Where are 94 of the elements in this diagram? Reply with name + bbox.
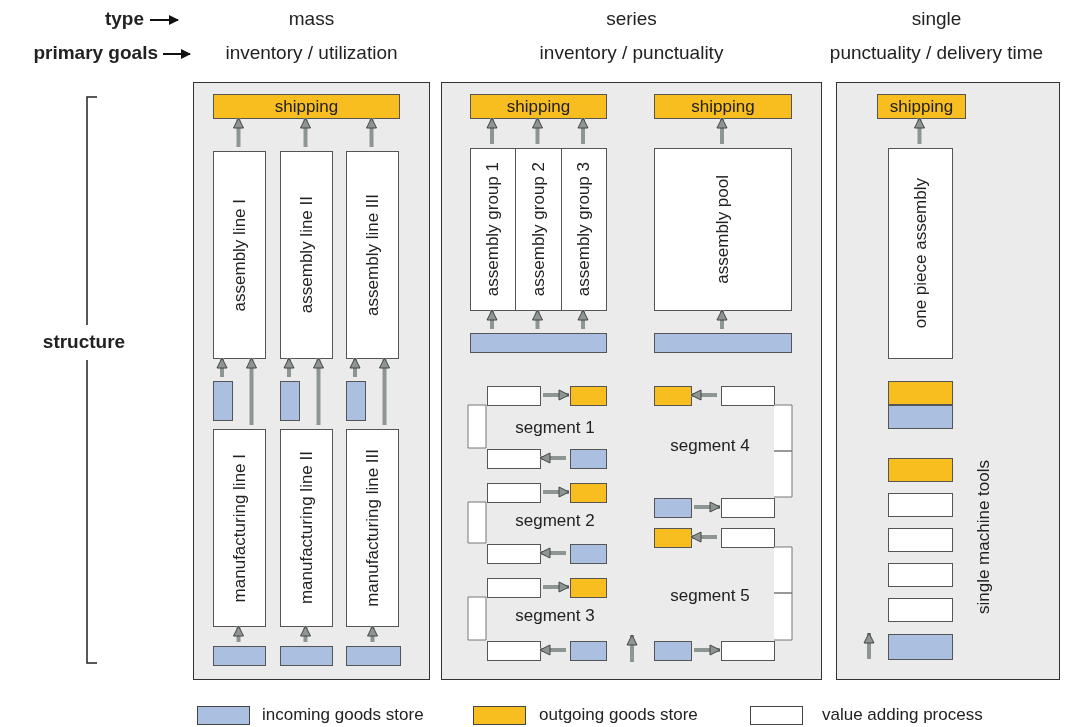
arrow — [532, 117, 543, 144]
assembly-pool-box: assembly pool — [654, 148, 792, 311]
arrow — [914, 117, 925, 144]
store-box — [570, 483, 607, 503]
arrow — [539, 644, 566, 656]
arrow — [690, 389, 717, 401]
assembly-box: one piece assembly — [888, 148, 953, 359]
row-label: structure — [41, 331, 127, 353]
row-label: primary goals — [32, 42, 158, 64]
store-box — [888, 634, 953, 660]
arrow — [577, 117, 589, 144]
arrow — [539, 452, 566, 464]
store-box — [570, 578, 607, 598]
arrow — [716, 309, 728, 329]
store-box — [570, 386, 607, 406]
store-box — [346, 646, 401, 666]
arrow — [366, 117, 377, 147]
arrow — [246, 357, 257, 425]
shipping-box: shipping — [213, 94, 400, 119]
arrow — [233, 625, 244, 642]
arrow — [543, 581, 570, 593]
column-heading: series — [605, 8, 658, 30]
store-box — [570, 544, 607, 564]
arrow — [367, 625, 378, 642]
arrow — [543, 389, 570, 401]
goal-heading: inventory / punctuality — [538, 42, 725, 64]
store-box — [654, 386, 692, 406]
arrow — [216, 357, 228, 377]
shipping-box: shipping — [654, 94, 792, 119]
store-box — [346, 381, 366, 421]
store-box — [570, 449, 607, 469]
segment-label: segment 3 — [514, 606, 596, 626]
process-box — [487, 578, 541, 598]
process-box — [721, 641, 775, 661]
store-box — [654, 528, 692, 548]
legend-label: incoming goods store — [262, 705, 424, 725]
row-label: type — [103, 8, 144, 30]
arrow — [577, 309, 589, 329]
arrow — [313, 357, 324, 425]
process-box — [888, 598, 953, 622]
legend-label: value adding process — [822, 705, 983, 725]
arrow — [349, 357, 361, 377]
arrow — [379, 357, 390, 425]
assembly-group-box: assembly group 2 — [515, 148, 562, 311]
arrow — [300, 117, 311, 147]
assembly-group-box: assembly group 1 — [470, 148, 516, 311]
store-box — [280, 381, 300, 421]
arrow — [694, 644, 721, 656]
store-box — [213, 381, 233, 421]
store-box — [470, 333, 607, 353]
side-label: single machine tools — [974, 460, 994, 615]
process-box — [721, 386, 775, 406]
segment-label: segment 4 — [669, 436, 751, 456]
arrow — [486, 117, 498, 144]
store-box — [888, 458, 953, 482]
arrow — [694, 501, 721, 513]
process-box — [487, 386, 541, 406]
store-box — [888, 381, 953, 405]
column-heading: mass — [287, 8, 336, 30]
segment-label: segment 1 — [514, 418, 596, 438]
process-box — [721, 528, 775, 548]
arrow — [532, 309, 543, 329]
store-box — [213, 646, 266, 666]
arrow — [539, 547, 566, 559]
process-box — [888, 493, 953, 517]
process-box — [487, 449, 541, 469]
store-box — [654, 641, 692, 661]
goal-heading: punctuality / delivery time — [828, 42, 1045, 64]
segment-label: segment 2 — [514, 511, 596, 531]
goal-heading: inventory / utilization — [224, 42, 399, 64]
process-box — [888, 528, 953, 552]
arrow — [300, 625, 311, 642]
arrow — [233, 117, 244, 147]
store-box — [654, 333, 792, 353]
segment-label: segment 5 — [669, 586, 751, 606]
arrow — [716, 117, 728, 144]
process-box — [487, 641, 541, 661]
arrow — [690, 531, 717, 543]
arrow — [486, 309, 498, 329]
shipping-box: shipping — [470, 94, 607, 119]
process-box — [721, 498, 775, 518]
process-box — [487, 483, 541, 503]
assembly-group-box: assembly group 3 — [561, 148, 607, 311]
shipping-box: shipping — [877, 94, 966, 119]
column-heading: single — [910, 8, 963, 30]
process-box — [487, 544, 541, 564]
arrow — [283, 357, 295, 377]
process-box — [888, 563, 953, 587]
store-box — [888, 405, 953, 429]
legend-label: outgoing goods store — [539, 705, 698, 725]
store-box — [654, 498, 692, 518]
store-box — [280, 646, 333, 666]
arrow — [543, 486, 570, 498]
store-box — [570, 641, 607, 661]
